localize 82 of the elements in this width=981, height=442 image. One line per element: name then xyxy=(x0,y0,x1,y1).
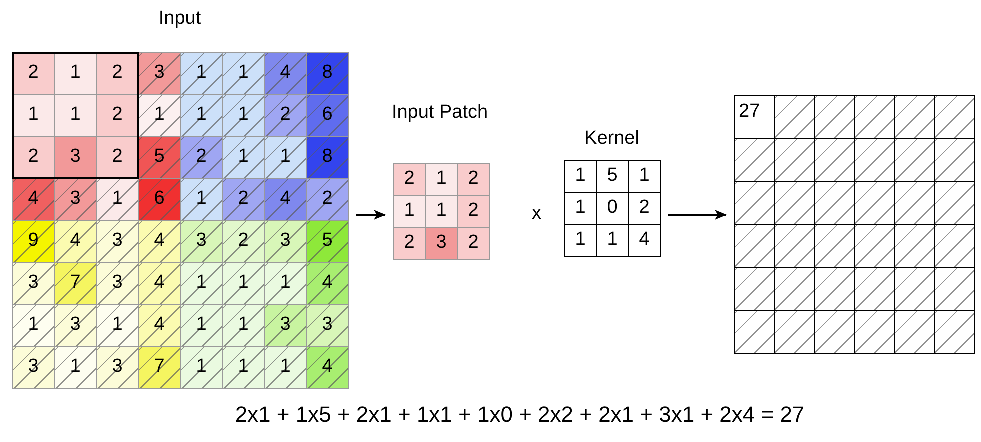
matrix-cell: 3 xyxy=(54,304,97,347)
multiply-sign: x xyxy=(532,202,542,226)
matrix-cell: 3 xyxy=(425,227,458,260)
matrix-cell: 4 xyxy=(306,346,349,389)
matrix-cell: 3 xyxy=(96,346,139,389)
matrix-cell: 1 xyxy=(180,178,223,221)
matrix-cell: 1 xyxy=(54,346,97,389)
matrix-cell: 3 xyxy=(12,346,55,389)
matrix-cell: 1 xyxy=(222,304,265,347)
matrix-cell: 3 xyxy=(180,220,223,263)
matrix-cell: 3 xyxy=(12,262,55,305)
matrix-cell: 4 xyxy=(264,178,307,221)
matrix-cell: 2 xyxy=(96,136,139,179)
equation-text: 2x1 + 1x5 + 2x1 + 1x1 + 1x0 + 2x2 + 2x1 + 3x1 + 2x4 = 27 xyxy=(234,401,806,429)
matrix-cell: 3 xyxy=(264,220,307,263)
matrix-cell: 2 xyxy=(222,178,265,221)
matrix-cell: 1 xyxy=(180,346,223,389)
matrix-cell: 4 xyxy=(138,220,181,263)
grid-title: Input xyxy=(158,7,202,31)
matrix-cell: 1 xyxy=(96,304,139,347)
matrix-cell: 1 xyxy=(180,262,223,305)
matrix-cell: 1 xyxy=(54,52,97,95)
matrix-cell: 2 xyxy=(180,136,223,179)
matrix-cell: 3 xyxy=(96,262,139,305)
matrix-cell: 2 xyxy=(222,220,265,263)
matrix-cell: 2 xyxy=(393,163,426,196)
matrix-cell: 4 xyxy=(138,262,181,305)
matrix-cell: 3 xyxy=(264,304,307,347)
matrix-cell: 4 xyxy=(306,262,349,305)
matrix-cell: 6 xyxy=(138,178,181,221)
arrow xyxy=(356,210,386,220)
matrix-cell: 4 xyxy=(138,304,181,347)
matrix-cell: 2 xyxy=(264,94,307,137)
matrix-cell: 4 xyxy=(264,52,307,95)
matrix-cell: 3 xyxy=(96,220,139,263)
matrix-cell: 3 xyxy=(138,52,181,95)
matrix-cell: 1 xyxy=(628,160,661,193)
matrix-cell: 2 xyxy=(96,94,139,137)
matrix-cell: 2 xyxy=(393,227,426,260)
matrix-cell: 7 xyxy=(138,346,181,389)
matrix-cell: 1 xyxy=(96,178,139,221)
matrix-cell: 1 xyxy=(222,52,265,95)
matrix-cell: 3 xyxy=(54,136,97,179)
matrix-cell: 7 xyxy=(54,262,97,305)
matrix-cell: 1 xyxy=(138,94,181,137)
matrix-cell: 1 xyxy=(222,94,265,137)
matrix-cell: 1 xyxy=(12,94,55,137)
matrix-cell: 2 xyxy=(457,163,490,196)
matrix-cell: 1 xyxy=(564,224,597,257)
grid-title: Input Patch xyxy=(390,101,490,125)
matrix-cell: 1 xyxy=(393,195,426,228)
matrix-cell: 4 xyxy=(12,178,55,221)
matrix-cell: 3 xyxy=(306,304,349,347)
matrix-cell: 1 xyxy=(222,136,265,179)
matrix-cell: 1 xyxy=(54,94,97,137)
matrix-cell: 8 xyxy=(306,52,349,95)
matrix-cell: 1 xyxy=(425,195,458,228)
matrix-cell: 1 xyxy=(264,262,307,305)
matrix-cell: 1 xyxy=(564,160,597,193)
matrix-cell: 1 xyxy=(222,262,265,305)
matrix-cell: 5 xyxy=(138,136,181,179)
matrix-cell: 1 xyxy=(180,94,223,137)
matrix-cell: 6 xyxy=(306,94,349,137)
matrix-cell: 2 xyxy=(457,227,490,260)
matrix-cell: 1 xyxy=(425,163,458,196)
matrix-cell: 1 xyxy=(264,136,307,179)
matrix-cell: 5 xyxy=(306,220,349,263)
matrix-cell: 2 xyxy=(306,178,349,221)
matrix-cell: 1 xyxy=(264,346,307,389)
matrix-cell: 4 xyxy=(628,224,661,257)
matrix-cell: 1 xyxy=(180,304,223,347)
matrix-cell: 27 xyxy=(734,95,775,139)
grid-title: Kernel xyxy=(584,127,640,151)
matrix-cell: 1 xyxy=(180,52,223,95)
arrow xyxy=(668,210,727,220)
matrix-cell: 8 xyxy=(306,136,349,179)
matrix-cell: 1 xyxy=(12,304,55,347)
matrix-cell: 2 xyxy=(457,195,490,228)
matrix-cell: 1 xyxy=(222,346,265,389)
matrix-cell: 9 xyxy=(12,220,55,263)
matrix-cell: 3 xyxy=(54,178,97,221)
matrix-cell: 4 xyxy=(54,220,97,263)
